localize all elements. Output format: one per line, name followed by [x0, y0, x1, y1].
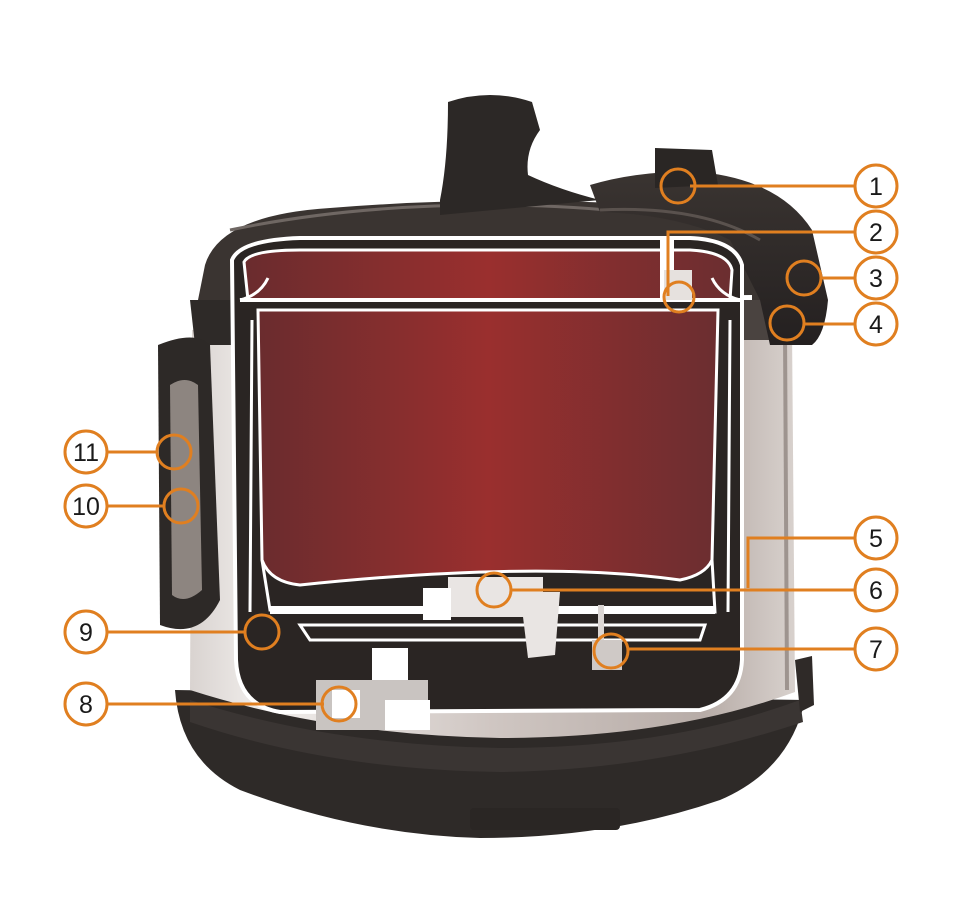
heating-plate [270, 577, 715, 670]
marker-9 [243, 613, 281, 651]
marker-3 [785, 259, 823, 297]
control-panel [158, 337, 220, 630]
marker-10 [162, 487, 200, 525]
callout-markers [155, 167, 823, 723]
callout-3: 3 [853, 255, 899, 301]
callout-6: 6 [853, 567, 899, 613]
callout-4: 4 [853, 301, 899, 347]
callout-9: 9 [63, 609, 109, 655]
callout-6-text: 6 [869, 577, 883, 605]
callout-labels: 1 2 3 4 5 6 7 8 [63, 163, 899, 727]
leader-5 [746, 536, 854, 588]
marker-4 [768, 304, 806, 342]
leader-lines [106, 184, 854, 706]
marker-11 [155, 433, 193, 471]
marker-1 [659, 167, 697, 205]
callout-7-text: 7 [869, 636, 883, 664]
callout-11-text: 11 [73, 439, 99, 467]
inner-pot [239, 248, 741, 614]
callout-3-text: 3 [869, 265, 883, 293]
callout-10: 10 [63, 483, 109, 529]
callout-10-text: 10 [72, 493, 100, 521]
callout-2: 2 [853, 209, 899, 255]
lid-handle [590, 148, 828, 345]
marker-7 [592, 632, 630, 670]
callout-1: 1 [853, 163, 899, 209]
callout-1-text: 1 [869, 173, 883, 201]
callout-11: 11 [63, 429, 109, 475]
callout-5: 5 [853, 515, 899, 561]
marker-6 [475, 571, 513, 609]
callout-4-text: 4 [869, 311, 883, 339]
marker-8 [320, 685, 358, 723]
lid-knob [440, 95, 600, 215]
callout-9-text: 9 [79, 619, 93, 647]
callout-8: 8 [63, 681, 109, 727]
callout-5-text: 5 [869, 525, 883, 553]
marker-2 [662, 280, 696, 314]
callout-2-text: 2 [869, 219, 883, 247]
callout-7: 7 [853, 626, 899, 672]
leader-2 [666, 230, 854, 296]
callout-8-text: 8 [79, 691, 93, 719]
